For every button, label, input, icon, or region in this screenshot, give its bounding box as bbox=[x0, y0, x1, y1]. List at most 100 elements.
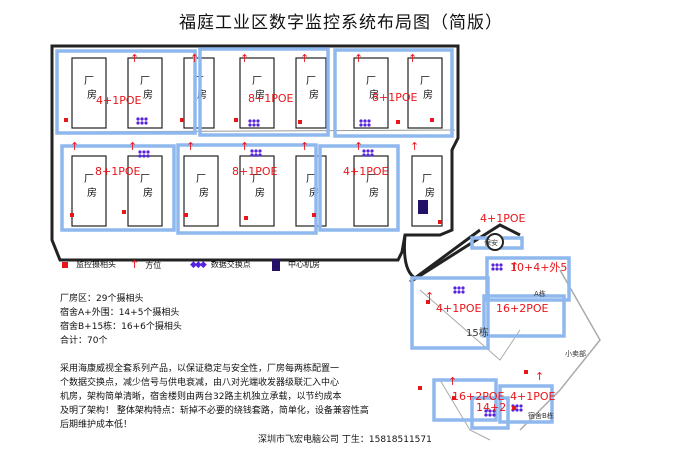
factory-building bbox=[239, 57, 275, 129]
switch-node-dot bbox=[250, 153, 254, 157]
switch-node-dot bbox=[254, 153, 258, 157]
zone-label: 4+1POE bbox=[96, 94, 142, 107]
switch-node-dot bbox=[366, 153, 370, 157]
legend-item-room: 中心机房 bbox=[272, 257, 320, 273]
camera-icon bbox=[312, 213, 316, 217]
description-line: 个数据交换点，减少信号与供电衰减，由八对光端收发器级联汇入中心 bbox=[60, 378, 340, 388]
guard-post bbox=[486, 233, 504, 251]
factory-label-bottom: 房 bbox=[87, 88, 97, 101]
map-label-building_a: A栋 bbox=[534, 289, 546, 298]
direction-arrow-icon: ↑ bbox=[300, 140, 309, 153]
coverage-zone bbox=[55, 49, 197, 135]
zone-label: 4+1POE bbox=[480, 212, 526, 225]
switch-node-dot bbox=[144, 117, 148, 121]
zone-label: 4+1POE bbox=[343, 165, 389, 178]
footer-contact: 深圳市飞宏电脑公司 丁生：15818511571 bbox=[258, 435, 432, 445]
factory-label-top: 厂 bbox=[366, 174, 376, 185]
switch-node-dot bbox=[359, 123, 363, 127]
camera-icon bbox=[122, 210, 126, 214]
legend-label: 监控摄相头 bbox=[76, 260, 116, 269]
switch-node-icon: ◆◆◆ bbox=[190, 260, 207, 270]
factory-building bbox=[71, 155, 107, 227]
direction-arrow-icon: ↑ bbox=[535, 370, 544, 383]
direction-arrow-icon: ↑ bbox=[240, 140, 249, 153]
camera-icon bbox=[418, 386, 422, 390]
factory-label-bottom: 房 bbox=[255, 186, 265, 199]
camera-icon bbox=[244, 216, 248, 220]
zone-label: 4+1POE bbox=[436, 302, 482, 315]
switch-node-dot bbox=[136, 117, 140, 121]
factory-label-top: 厂 bbox=[84, 174, 94, 185]
switch-node-dot bbox=[495, 263, 499, 267]
direction-arrow-icon: ↑ bbox=[190, 52, 199, 65]
factory-building bbox=[239, 155, 275, 227]
camera-stats: 厂房区：29个摄相头 宿舍A+外围：14+5个摄相头 宿舍B+15栋：16+6个… bbox=[60, 292, 182, 348]
coverage-zone bbox=[60, 144, 176, 232]
factory-building bbox=[295, 57, 327, 129]
camera-icon bbox=[438, 220, 442, 224]
factory-label-bottom: 房 bbox=[197, 88, 207, 101]
switch-node-dot bbox=[491, 267, 495, 271]
switch-node-dot bbox=[144, 121, 148, 125]
camera-icon bbox=[298, 120, 302, 124]
description-line: 及明了架构！ 整体架构特点：斩掉不必要的绕钱套路，简单化，设备兼容性高 bbox=[60, 406, 369, 416]
direction-arrow-icon: ↑ bbox=[408, 52, 417, 65]
direction-arrow-icon: ↑ bbox=[186, 140, 195, 153]
camera-icon bbox=[426, 300, 430, 304]
factory-label-bottom: 房 bbox=[369, 88, 379, 101]
factory-building bbox=[411, 155, 443, 227]
coverage-zone bbox=[333, 48, 454, 138]
switch-node-dot bbox=[488, 409, 492, 413]
zone-label: 8+1POE bbox=[95, 165, 141, 178]
coverage-zone bbox=[318, 144, 400, 232]
coverage-zone bbox=[470, 396, 510, 430]
factory-label-bottom: 房 bbox=[255, 88, 265, 101]
coverage-zone bbox=[198, 47, 330, 137]
switch-node-dot bbox=[362, 149, 366, 153]
switch-node-dot bbox=[142, 150, 146, 154]
factory-label-bottom: 房 bbox=[87, 186, 97, 199]
legend-item-switch: ◆◆◆数据交换点 bbox=[190, 257, 251, 273]
camera-icon bbox=[70, 213, 74, 217]
switch-node-dot bbox=[367, 123, 371, 127]
switch-node-dot bbox=[515, 404, 519, 408]
switch-node-dot bbox=[359, 119, 363, 123]
dorm-road-inner bbox=[409, 223, 521, 284]
direction-arrow-icon: ↑ bbox=[354, 140, 363, 153]
factory-building bbox=[407, 57, 443, 129]
coverage-zone bbox=[482, 294, 566, 338]
direction-arrow-icon: ↑ bbox=[128, 140, 137, 153]
site-boundary bbox=[50, 44, 460, 262]
description: 采用海康威视全套系列产品，以保证稳定与安全性，厂房每两栋配置一 个数据交换点，减… bbox=[60, 362, 390, 432]
factory-label-top: 厂 bbox=[306, 174, 316, 185]
map-label-guard: 保安 bbox=[484, 238, 498, 247]
switch-node-dot bbox=[484, 409, 488, 413]
legend-label: 中心机房 bbox=[288, 260, 320, 269]
camera-icon bbox=[396, 120, 400, 124]
switch-node-dot bbox=[146, 150, 150, 154]
switch-node-dot bbox=[142, 154, 146, 158]
stat-line: 宿舍A+外围：14+5个摄相头 bbox=[60, 308, 180, 318]
description-line: 采用海康威视全套系列产品，以保证稳定与安全性，厂房每两栋配置一 bbox=[60, 364, 340, 374]
direction-arrow-icon: ↑ bbox=[130, 52, 139, 65]
map-label-building_b: 宿舍B栋 bbox=[528, 411, 554, 420]
switch-node-dot bbox=[461, 286, 465, 290]
switch-node-dot bbox=[519, 408, 523, 412]
dorm-block-outline bbox=[419, 289, 521, 361]
coverage-zone bbox=[176, 143, 318, 235]
direction-arrow-icon: ↑ bbox=[240, 52, 249, 65]
switch-node-dot bbox=[140, 117, 144, 121]
camera-icon bbox=[64, 118, 68, 122]
factory-label-top: 厂 bbox=[140, 76, 150, 87]
switch-node-dot bbox=[499, 267, 503, 271]
direction-arrow-icon: ↑ bbox=[354, 52, 363, 65]
factory-label-bottom: 房 bbox=[423, 88, 433, 101]
camera-icon bbox=[430, 118, 434, 122]
switch-node-dot bbox=[491, 263, 495, 267]
switch-node-dot bbox=[367, 119, 371, 123]
factory-label-top: 厂 bbox=[422, 174, 432, 185]
switch-node-dot bbox=[138, 150, 142, 154]
legend-label: 方位 bbox=[145, 261, 162, 270]
stat-line: 合计：70个 bbox=[60, 336, 108, 346]
